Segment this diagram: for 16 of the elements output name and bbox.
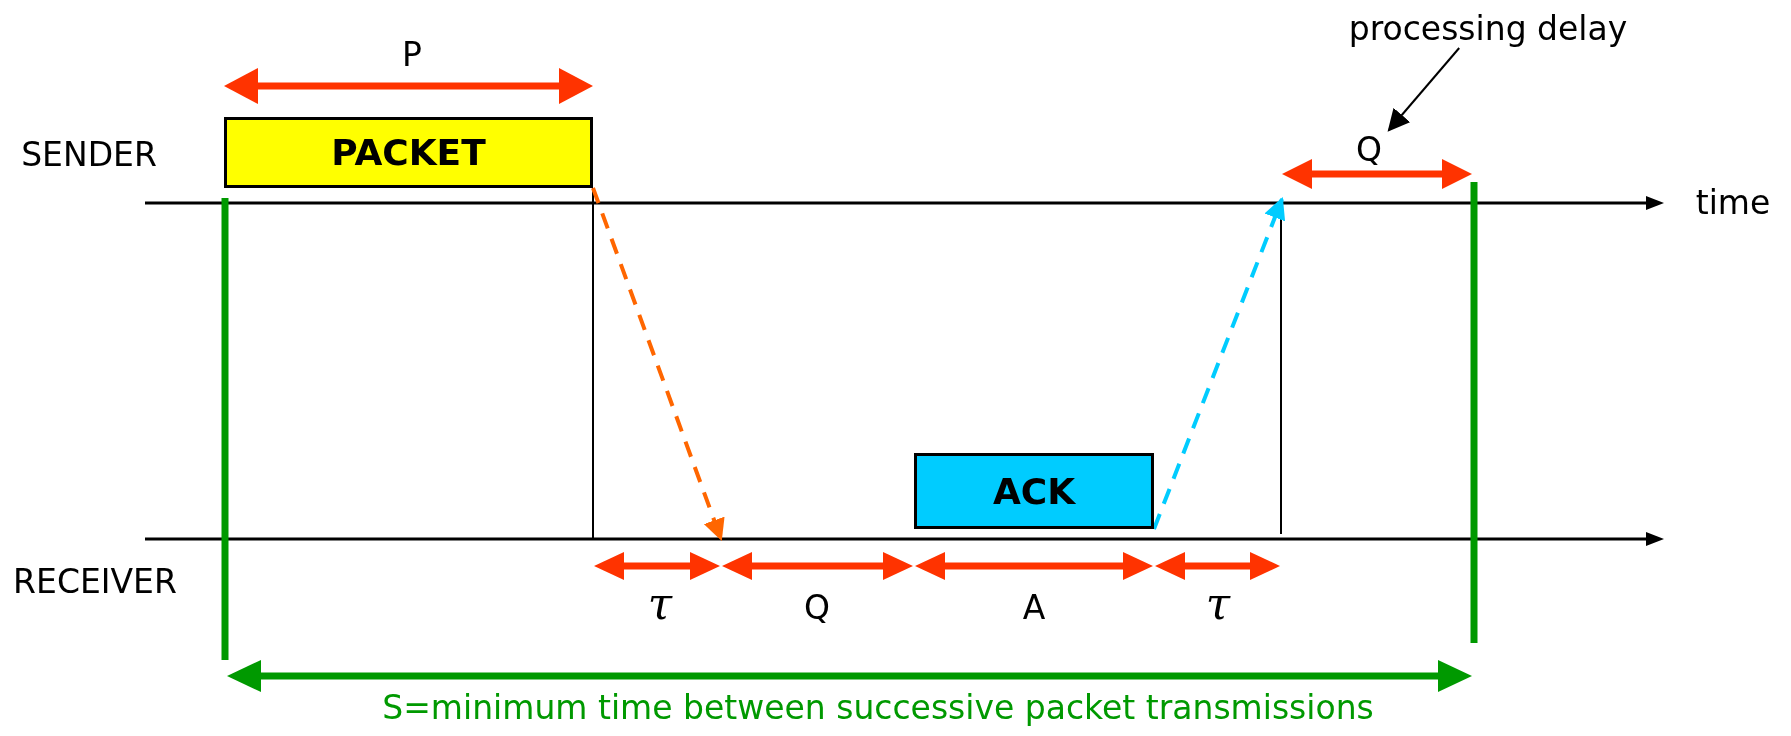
caption-text: S=minimum time between successive packet transmissions [382,689,1374,727]
packet-box: PACKET [224,117,593,188]
axis-label: RECEIVER [13,563,177,601]
axis-label: time [1695,184,1771,222]
arrow [591,187,725,542]
dimension-label: Q [804,589,830,627]
dimension-label: τ [1205,578,1231,630]
dimension-label: Q [1349,130,1389,168]
leader-line [1387,47,1461,132]
axis-label: SENDER [21,136,157,174]
ack-box: ACK [914,453,1154,529]
annotation-text: processing delay [1328,8,1648,48]
dimension-label: P [402,36,422,74]
dimension-label: τ [647,578,673,630]
dimension-label: A [1022,589,1046,627]
arrow [1152,196,1286,530]
